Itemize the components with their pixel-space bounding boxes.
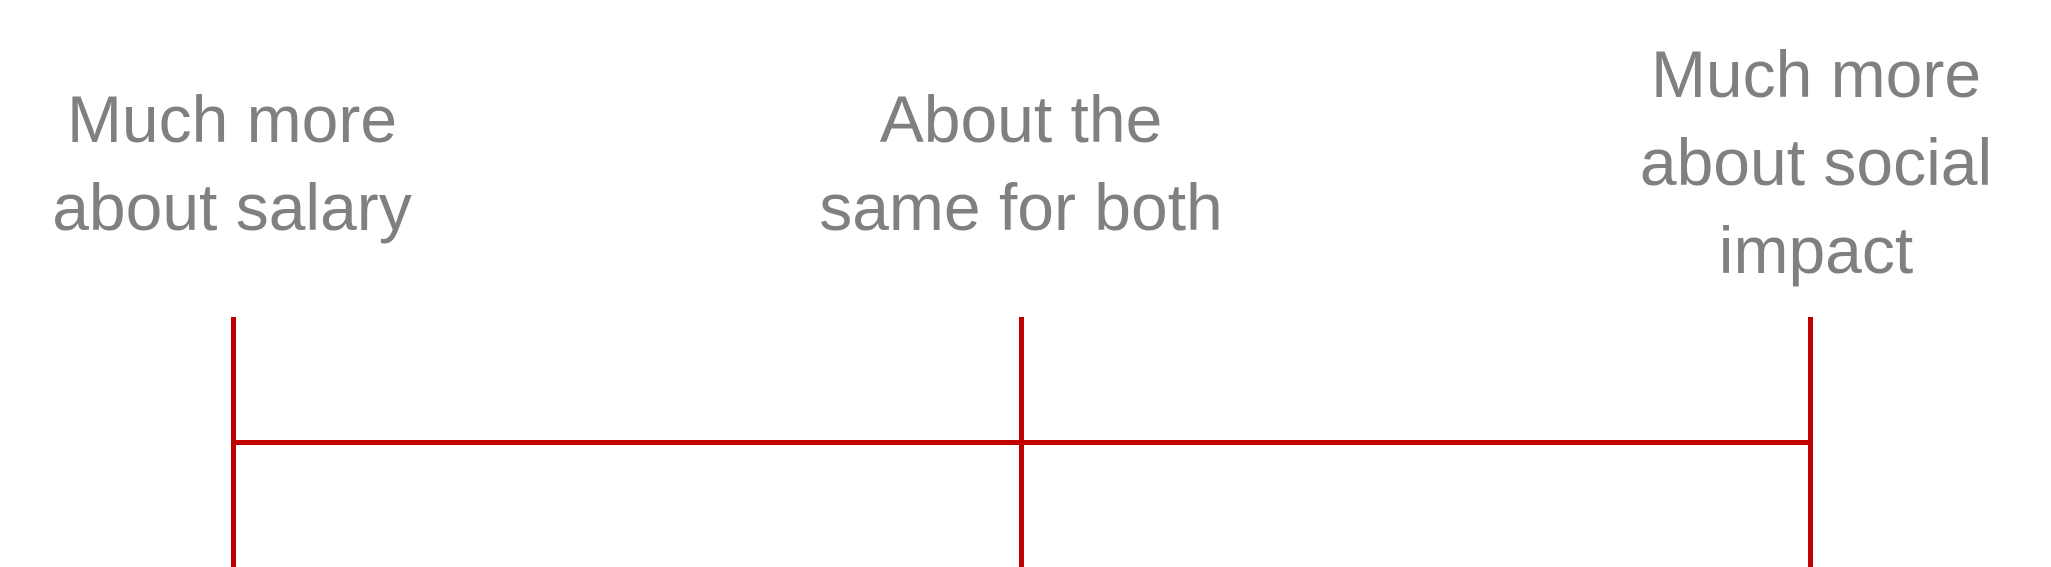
- anchor-label-middle-line-1: About the: [879, 82, 1163, 156]
- scale-tick-middle: [1019, 317, 1024, 567]
- anchor-label-left: Much more about salary: [0, 75, 492, 251]
- anchor-label-left-line-1: Much more: [66, 82, 398, 156]
- anchor-label-right-line-1: Much more: [1650, 37, 1982, 111]
- anchor-label-left-line-2: about salary: [52, 170, 412, 244]
- anchor-label-middle-line-2: same for both: [819, 170, 1223, 244]
- anchor-label-middle: About the same for both: [761, 75, 1281, 251]
- anchor-label-right-line-2: about social: [1639, 125, 1993, 199]
- anchor-label-right-line-3: impact: [1718, 213, 1914, 287]
- anchor-label-right: Much more about social impact: [1556, 30, 2051, 294]
- scale-tick-right: [1808, 317, 1813, 567]
- scale-tick-left: [231, 317, 236, 567]
